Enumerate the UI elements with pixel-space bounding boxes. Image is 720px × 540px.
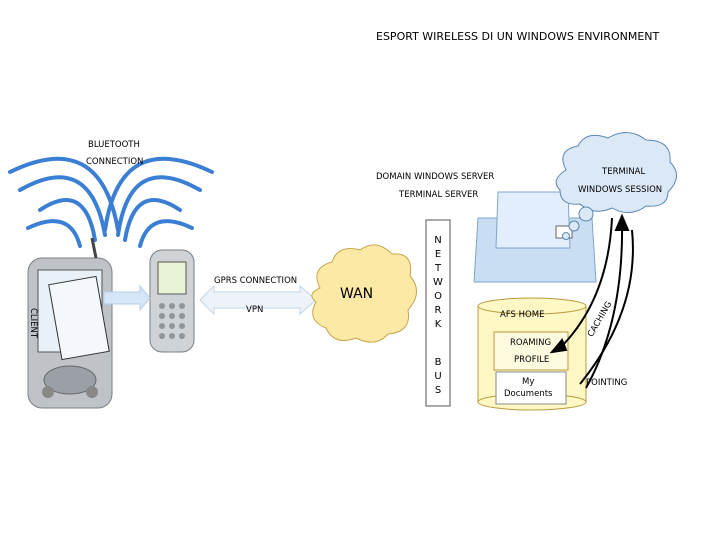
my-docs-label-line1: My (522, 377, 535, 387)
my-docs-label-line2: Documents (504, 389, 553, 399)
cloud-label-line1: TERMINAL (602, 167, 646, 177)
wan-cloud (311, 244, 417, 343)
client-label: CLIENT (28, 308, 38, 339)
cloud-label-line2: WINDOWS SESSION (578, 185, 663, 195)
terminal-server-label: TERMINAL SERVER (399, 190, 479, 200)
pda-device (27, 237, 113, 409)
vpn-label: VPN (246, 305, 264, 315)
network-bus-letters-bus: B U S (434, 357, 442, 396)
terminal-monitor (473, 191, 597, 283)
domain-server-label: DOMAIN WINDOWS SERVER (376, 172, 495, 182)
mobile-phone (149, 249, 195, 353)
bluetooth-label-line2: CONNECTION (86, 157, 144, 167)
bluetooth-label-line1: BLUETOOTH (88, 140, 140, 150)
bluetooth-link-arrow (103, 284, 151, 312)
page-title: ESPORT WIRELESS DI UN WINDOWS ENVIRONMEN… (376, 30, 660, 43)
network-bus-letters-network: N E T W O R K (433, 235, 443, 330)
profile-label: PROFILE (514, 355, 550, 365)
terminal-session-cloud (555, 132, 677, 240)
afs-home-label: AFS HOME (500, 310, 545, 320)
pointing-label: POINTING (586, 378, 628, 388)
afs-home-cylinder (477, 297, 587, 411)
gprs-label: GPRS CONNECTION (214, 276, 298, 286)
roaming-label: ROAMING (510, 338, 552, 348)
network-bus-box (425, 219, 451, 407)
bluetooth-waves (8, 156, 214, 248)
caching-arrows (549, 213, 634, 389)
wan-label: WAN (340, 286, 374, 302)
